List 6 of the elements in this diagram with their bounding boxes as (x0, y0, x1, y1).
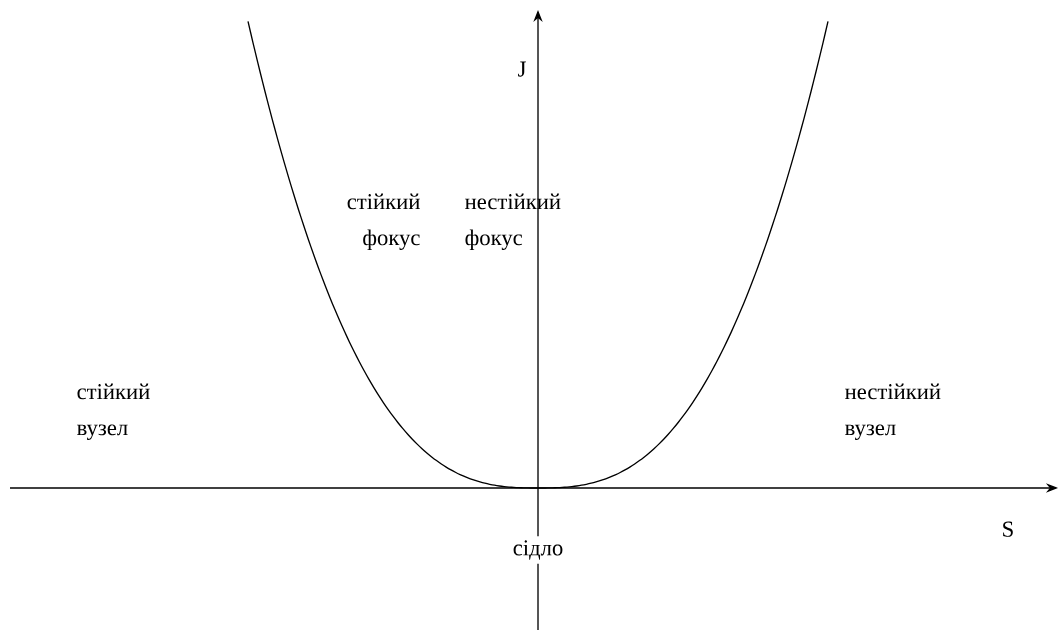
axis-label: S (1003, 521, 1013, 537)
region-label: сідло (508, 536, 568, 564)
region-label: нестійкий вузел (845, 383, 941, 440)
region-label: стійкий фокус (347, 193, 420, 250)
region-label: стійкий вузел (77, 383, 150, 440)
axis-label: J (518, 61, 526, 77)
